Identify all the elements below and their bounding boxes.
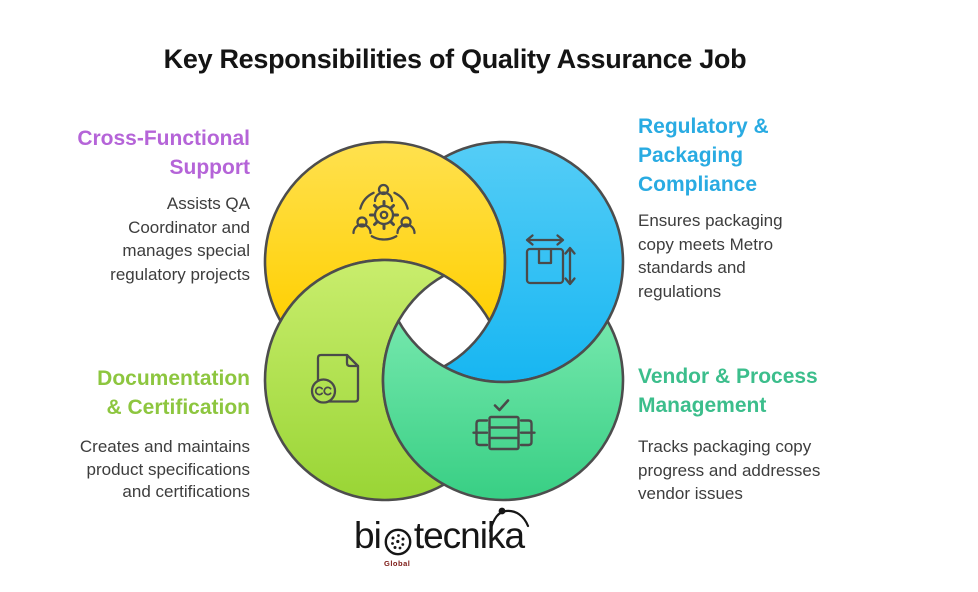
logo-sub-label: Global xyxy=(384,559,411,568)
logo-text-middle: tecni xyxy=(413,515,488,556)
circle-vendor xyxy=(381,319,625,502)
biotecnika-logo: bi tecni ka xyxy=(354,507,554,574)
cc-document-icon xyxy=(310,353,360,404)
package-dimensions-icon xyxy=(525,234,576,286)
heading-line: Compliance xyxy=(638,173,758,196)
process-checklist-icon xyxy=(472,399,536,451)
section-documentation-certification: Documentation & Certification Creates an… xyxy=(38,364,250,504)
section-vendor-process-management: Vendor & Process Management Tracks packa… xyxy=(638,362,878,506)
section-body: Assists QA Coordinator and manages speci… xyxy=(110,194,250,284)
section-cross-functional-support: Cross-Functional Support Assists QA Coor… xyxy=(38,124,250,286)
heading-line: Cross-Functional xyxy=(77,127,250,150)
dancer-icon xyxy=(488,507,530,533)
heading-line: Vendor & Process xyxy=(638,365,818,388)
globe-brain-icon xyxy=(383,526,413,556)
section-body: Tracks packaging copy progress and addre… xyxy=(638,437,821,503)
heading-line: & Certification xyxy=(106,396,250,419)
heading-line: Packaging xyxy=(638,144,744,167)
heading-line: Documentation xyxy=(97,367,250,390)
logo-text-prefix: bi xyxy=(354,515,382,556)
heading-line: Support xyxy=(169,156,250,179)
section-regulatory-packaging-compliance: Regulatory & Packaging Compliance Ensure… xyxy=(638,112,878,303)
heading-line: Regulatory & xyxy=(638,115,769,138)
section-heading: Documentation & Certification xyxy=(38,364,250,422)
page-title: Key Responsibilities of Quality Assuranc… xyxy=(163,44,747,74)
section-heading: Cross-Functional Support xyxy=(38,124,250,182)
section-heading: Regulatory & Packaging Compliance xyxy=(638,112,878,199)
logo-text-suffix: ka xyxy=(487,507,530,554)
heading-line: Management xyxy=(638,394,767,417)
section-heading: Vendor & Process Management xyxy=(638,362,878,420)
section-body: Ensures packaging copy meets Metro stand… xyxy=(638,211,783,301)
team-collaboration-icon xyxy=(352,183,416,241)
section-body: Creates and maintains product specificat… xyxy=(79,437,250,501)
